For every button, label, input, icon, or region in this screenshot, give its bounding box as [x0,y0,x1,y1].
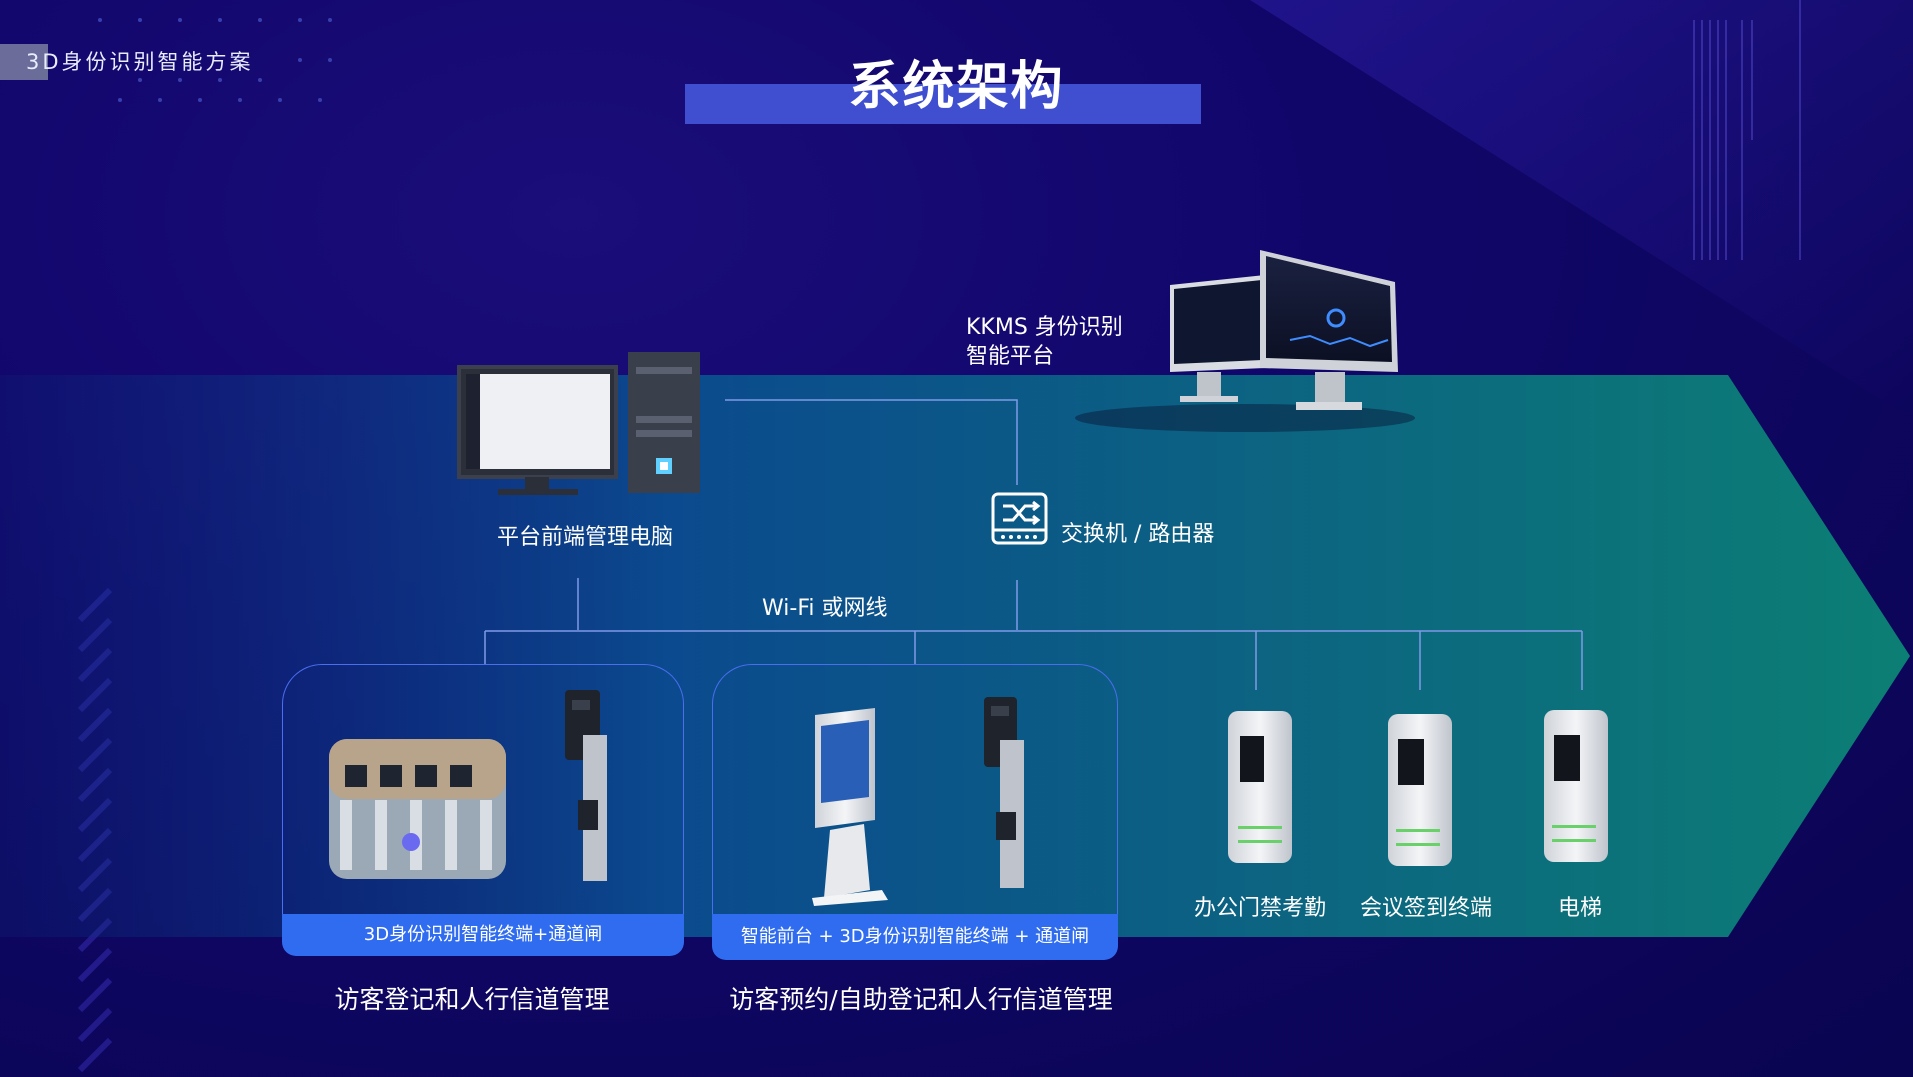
switch-icon [991,492,1048,545]
group-box-2 [712,664,1118,916]
platform-label-line2: 智能平台 [966,344,1055,369]
platform-label-line1: KKMS 身份识别 [966,315,1123,340]
3d-terminal-pole-1 [565,690,607,881]
page-title: 系统架构 [848,57,1065,117]
frontend-pc-label: 平台前端管理电脑 [497,525,674,550]
decor-dots [98,18,332,102]
gate-photo [329,739,506,879]
group-footer-1: 3D身份识别智能终端+通道闸 [282,914,684,956]
terminal-label-2: 会议签到终端 [1359,896,1492,921]
smart-kiosk [812,708,888,906]
terminal-device-1 [1228,711,1292,863]
frontend-pc-image [457,352,700,495]
network-label: Wi-Fi 或网线 [762,596,888,621]
brand-label: 3D身份识别智能方案 [26,50,254,74]
platform-monitors-image [1075,250,1415,432]
group-footer-2: 智能前台 + 3D身份识别智能终端 + 通道闸 [712,914,1118,960]
3d-terminal-pole-2 [984,697,1024,888]
title-band [685,84,1201,124]
connection-lines [484,399,1583,690]
group-caption-2: 访客预约/自助登记和人行信道管理 [729,985,1113,1014]
terminal-device-3 [1544,710,1608,862]
group-caption-1: 访客登记和人行信道管理 [334,985,610,1014]
group-box-1 [282,664,684,916]
terminal-device-2 [1388,714,1452,866]
terminal-label-1: 办公门禁考勤 [1193,896,1326,921]
brand-accent-bar [0,44,48,80]
decor-lines [1693,0,1801,260]
corner-shade [1250,0,1913,420]
switch-label: 交换机 / 路由器 [1061,522,1215,547]
terminal-label-3: 电梯 [1557,896,1602,921]
